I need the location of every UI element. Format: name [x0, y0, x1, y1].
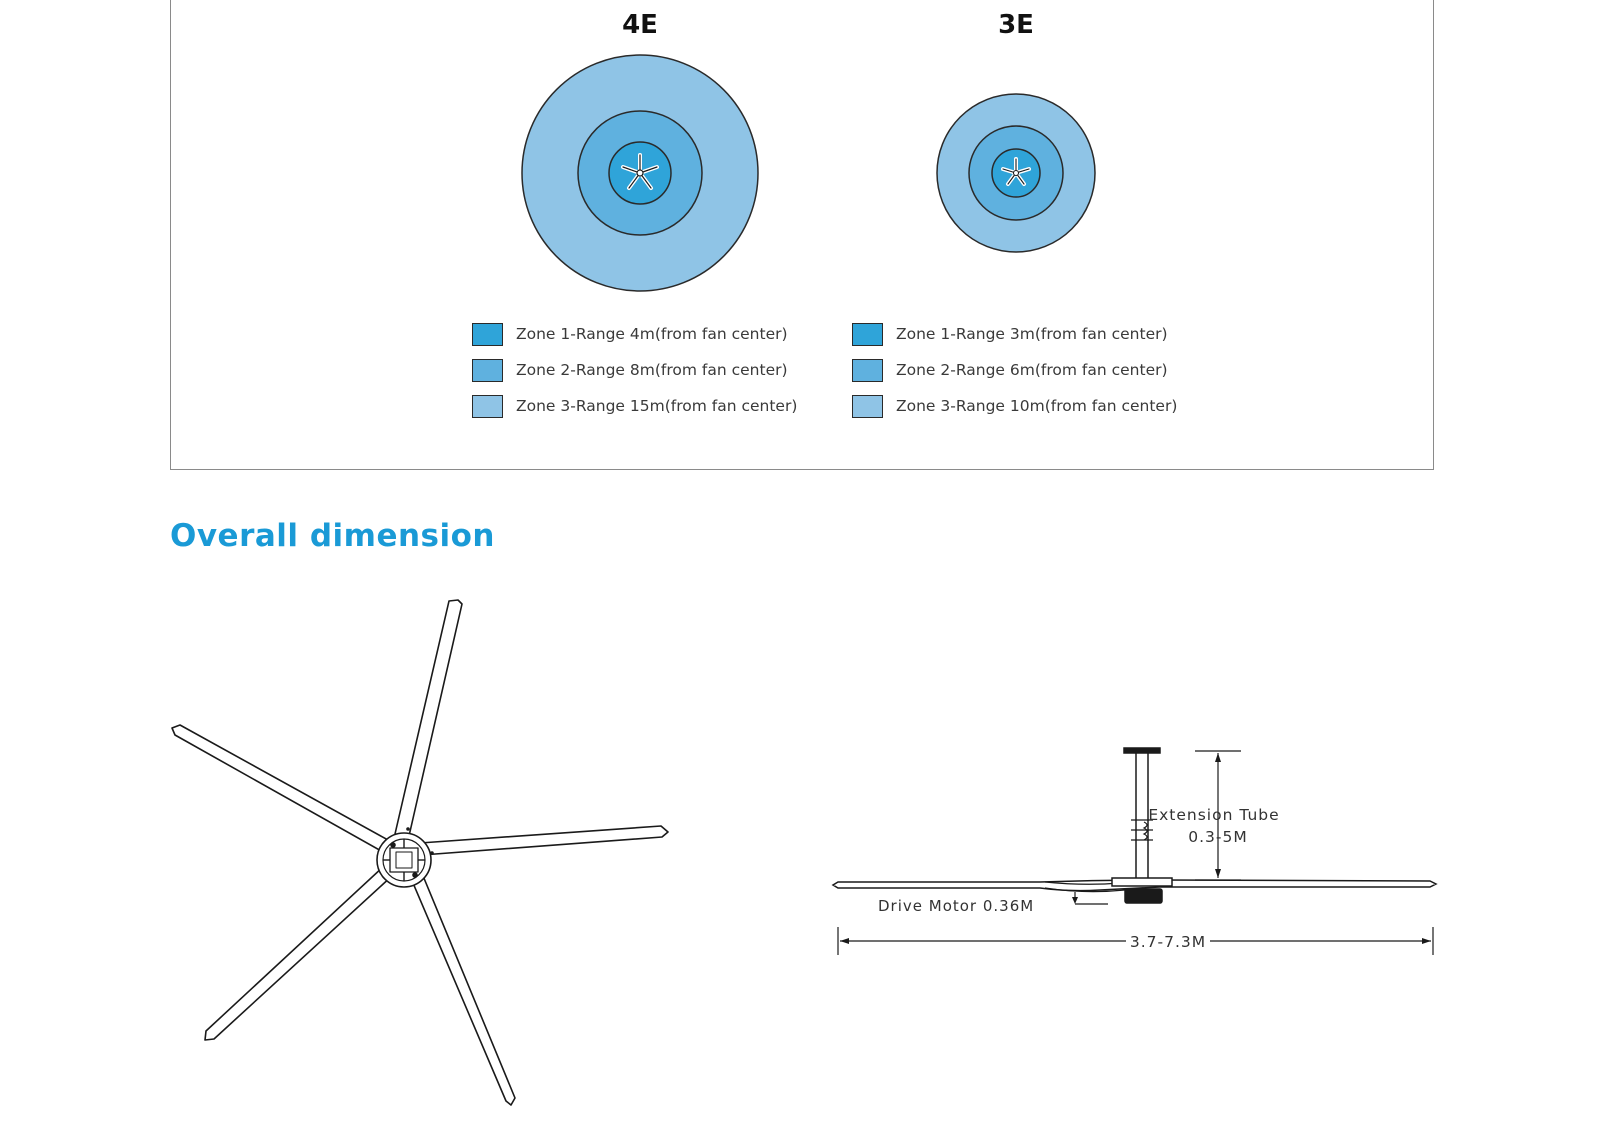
- fan-title-4e: 4E: [622, 10, 658, 40]
- coverage-zones-diagram: [521, 54, 1096, 292]
- drive-motor-dimension: [1072, 892, 1108, 905]
- extension-tube-value: 0.3-5M: [1188, 828, 1247, 846]
- fan-title-3e: 3E: [998, 10, 1034, 40]
- zone-3-swatch: [472, 394, 503, 418]
- section-heading-overall-dimension: Overall dimension: [170, 518, 495, 554]
- legend-item: Zone 2-Range 8m(from fan center): [472, 352, 797, 388]
- legend-label: Zone 1-Range 4m(from fan center): [516, 325, 788, 343]
- legend-label: Zone 2-Range 8m(from fan center): [516, 361, 788, 379]
- legend-label: Zone 2-Range 6m(from fan center): [896, 361, 1168, 379]
- extension-tube-label: Extension Tube: [1148, 806, 1279, 824]
- legend-item: Zone 2-Range 6m(from fan center): [852, 352, 1177, 388]
- legend-label: Zone 3-Range 15m(from fan center): [516, 397, 798, 415]
- zone-3-swatch: [852, 394, 883, 418]
- zone-1-swatch: [852, 322, 883, 346]
- legend-item: Zone 1-Range 4m(from fan center): [472, 316, 797, 352]
- legend-item: Zone 3-Range 15m(from fan center): [472, 388, 797, 424]
- legend-item: Zone 1-Range 3m(from fan center): [852, 316, 1177, 352]
- span-dimension: [837, 927, 1434, 955]
- drive-motor-label: Drive Motor 0.36M: [878, 897, 1034, 915]
- zones-4e: [521, 54, 759, 292]
- fan-top-view: [171, 599, 669, 1106]
- zone-2-swatch: [472, 358, 503, 382]
- zones-3e: [936, 93, 1096, 253]
- legend-4e: Zone 1-Range 4m(from fan center) Zone 2-…: [472, 316, 797, 424]
- zone-1-swatch: [472, 322, 503, 346]
- span-label: 3.7-7.3M: [1130, 933, 1206, 951]
- legend-label: Zone 3-Range 10m(from fan center): [896, 397, 1178, 415]
- coverage-panel: [170, 0, 1434, 470]
- legend-label: Zone 1-Range 3m(from fan center): [896, 325, 1168, 343]
- dimension-drawings: Extension Tube 0.3-5M Drive Motor 0.36M …: [171, 599, 1438, 1106]
- legend-item: Zone 3-Range 10m(from fan center): [852, 388, 1177, 424]
- extension-tube-dimension: [1195, 750, 1241, 881]
- zone-2-swatch: [852, 358, 883, 382]
- legend-3e: Zone 1-Range 3m(from fan center) Zone 2-…: [852, 316, 1177, 424]
- fan-side-view: [831, 747, 1438, 904]
